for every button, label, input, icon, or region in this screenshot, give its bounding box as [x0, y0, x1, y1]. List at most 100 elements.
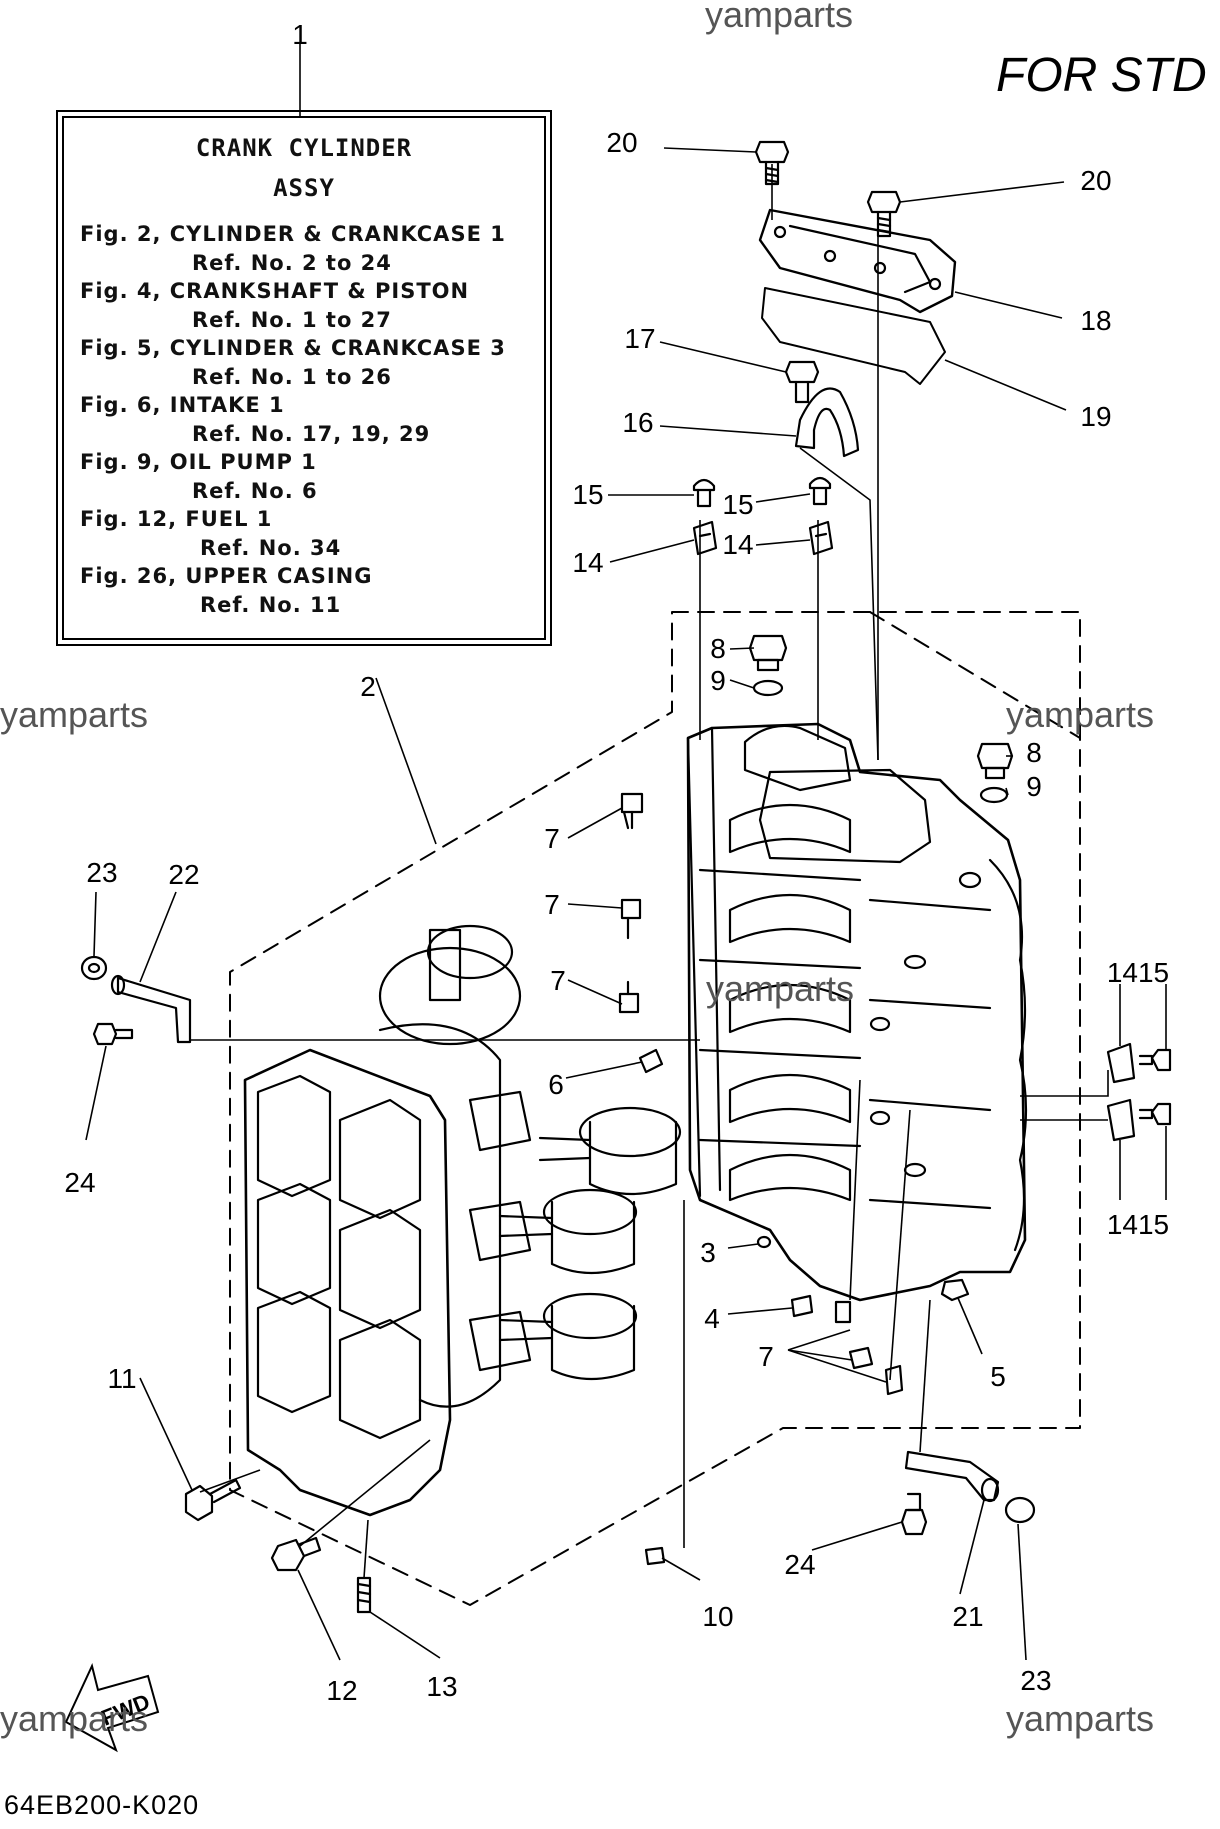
callout-number: 2 — [360, 671, 376, 702]
crankcase-right-flange — [988, 858, 1028, 1252]
part-22-fitting — [116, 976, 192, 1044]
callout-number: 22 — [168, 859, 199, 890]
legend-figure-line: Fig. 6, INTAKE 1 — [80, 393, 285, 417]
part-12-bolt — [270, 1536, 322, 1572]
callout-number: 9 — [1026, 771, 1042, 802]
variant-label: FOR STD — [996, 49, 1207, 102]
watermark: yamparts — [706, 968, 855, 1009]
head-cover-gasket — [761, 287, 946, 385]
part-21-fitting — [904, 1450, 1000, 1502]
fitting-7-d — [834, 1300, 852, 1324]
callout-number: 15 — [572, 479, 603, 510]
callout-number: 24 — [784, 1549, 815, 1580]
washer-9-top — [752, 679, 784, 697]
crankcase-mating-face — [686, 726, 722, 1198]
screw-15-left — [692, 478, 716, 508]
part-24-bolt-left — [92, 1022, 134, 1046]
piston-middle — [498, 1188, 638, 1275]
callout-number: 21 — [952, 1601, 983, 1632]
boss — [903, 1162, 927, 1178]
boss — [958, 871, 982, 889]
callout-number: 23 — [86, 857, 117, 888]
part-24-bolt-right — [900, 1492, 928, 1536]
callout-number: 10 — [702, 1601, 733, 1632]
crankshaft-flywheel-top — [426, 924, 514, 980]
legend-figure-line: Fig. 5, CYLINDER & CRANKCASE 3 — [80, 336, 506, 360]
crankcase-body — [686, 722, 1027, 1302]
callout-number: 20 — [1080, 165, 1111, 196]
watermark: yamparts — [0, 694, 149, 735]
callout-number: 7 — [758, 1341, 774, 1372]
legend-figure-line: Fig. 9, OIL PUMP 1 — [80, 450, 317, 474]
bearing-saddle — [728, 893, 852, 944]
callout-number: 1415 — [1107, 957, 1169, 988]
part-5-nut — [940, 1278, 970, 1302]
callout-number: 12 — [326, 1675, 357, 1706]
part-22-nozzle — [110, 974, 126, 996]
assembly-boundary-dashed — [229, 611, 1081, 1606]
legend-ref-line: Ref. No. 6 — [192, 478, 318, 503]
piston-bottom — [498, 1292, 638, 1381]
part-6-plug — [638, 1048, 664, 1074]
cylinder-block-ports — [256, 1074, 332, 1414]
crankcase-rib — [868, 898, 992, 1210]
callout-number: 5 — [990, 1361, 1006, 1392]
callout-number: 15 — [722, 489, 753, 520]
callout-number: 1415 — [1107, 1209, 1169, 1240]
callout-number: 16 — [622, 407, 653, 438]
legend-title: CRANK CYLINDER — [195, 134, 413, 162]
head-cover-rib — [788, 224, 932, 294]
watermark: yamparts — [1006, 1698, 1155, 1739]
legend-ref-line: Ref. No. 1 to 27 — [192, 307, 392, 332]
callout-number: 6 — [548, 1069, 564, 1100]
callout-number: 17 — [624, 323, 655, 354]
watermark: yamparts — [705, 0, 854, 35]
head-cover — [758, 208, 957, 314]
part-13-stud — [356, 1576, 372, 1614]
bearing-saddle — [728, 983, 852, 1034]
crankshaft-body — [378, 1023, 502, 1408]
callout-number: 13 — [426, 1671, 457, 1702]
fwd-arrow — [64, 1663, 160, 1753]
legend-callout-number: 1 — [292, 19, 308, 50]
part-3-pin — [756, 1235, 772, 1249]
callout-number: 8 — [710, 633, 726, 664]
part-23-cap-bottom — [1004, 1496, 1036, 1524]
callout-number: 24 — [64, 1167, 95, 1198]
clip-14-right — [808, 520, 834, 556]
cover-bolt-hole — [873, 261, 887, 275]
callout-number: 8 — [1026, 737, 1042, 768]
clip-14-left — [692, 520, 718, 556]
washer-9-right — [979, 786, 1009, 804]
callout-number: 18 — [1080, 305, 1111, 336]
part-10-plug — [644, 1546, 666, 1566]
drawing-code: 64EB200-K020 — [4, 1790, 200, 1820]
callout-number: 7 — [544, 823, 560, 854]
watermark: yamparts — [0, 1698, 149, 1739]
legend-figure-line: Fig. 26, UPPER CASING — [80, 564, 373, 588]
crankshaft-flywheel-end — [378, 946, 522, 1046]
piston-top — [538, 1106, 682, 1196]
cover-bolt-hole — [773, 225, 787, 239]
part-23-cap-top — [80, 955, 108, 981]
bracket-1415-upper — [1106, 1042, 1136, 1084]
bracket-16 — [794, 387, 860, 458]
legend-ref-line: Ref. No. 1 to 26 — [192, 364, 392, 389]
legend-box: CRANK CYLINDER ASSY Fig. 2, CYLINDER & C… — [56, 110, 552, 646]
fitting-7-a — [620, 792, 644, 830]
part-4-plug — [790, 1294, 814, 1318]
crankcase-top-housing — [743, 724, 852, 792]
bracket-1415-lower — [1106, 1098, 1136, 1142]
assembly-boundary-diagonal — [869, 611, 1081, 739]
legend-subtitle: ASSY — [273, 174, 335, 202]
screw-15-right — [808, 476, 832, 506]
callout-number: 20 — [606, 127, 637, 158]
cover-bolt-hole — [823, 249, 837, 263]
fitting-7-f — [884, 1364, 904, 1396]
callout-number: 7 — [544, 889, 560, 920]
cylinder-block-inner — [338, 1098, 422, 1440]
callout-number: 9 — [710, 665, 726, 696]
fitting-7-b — [620, 898, 642, 940]
part-21-nozzle — [980, 1477, 1000, 1503]
